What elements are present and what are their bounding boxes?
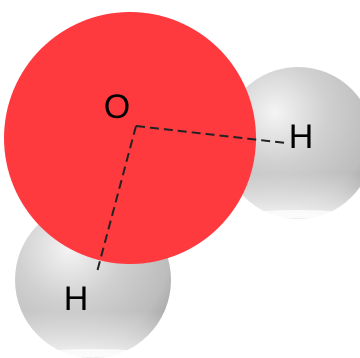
- oxygen-sphere: [4, 12, 256, 264]
- hydrogen-rim-bottom: [43, 349, 143, 357]
- hydrogen-right-label: H: [289, 118, 314, 156]
- hydrogen-atom-right: [222, 67, 360, 219]
- oxygen-label: O: [104, 88, 130, 126]
- bond-oxygen-hydrogen-bottom: [96, 125, 137, 273]
- bond-oxygen-hydrogen-right: [135, 125, 287, 144]
- hydrogen-highlight-right: [222, 67, 360, 219]
- hydrogen-bottom-label: H: [64, 280, 89, 318]
- hydrogen-rim-right: [250, 210, 346, 218]
